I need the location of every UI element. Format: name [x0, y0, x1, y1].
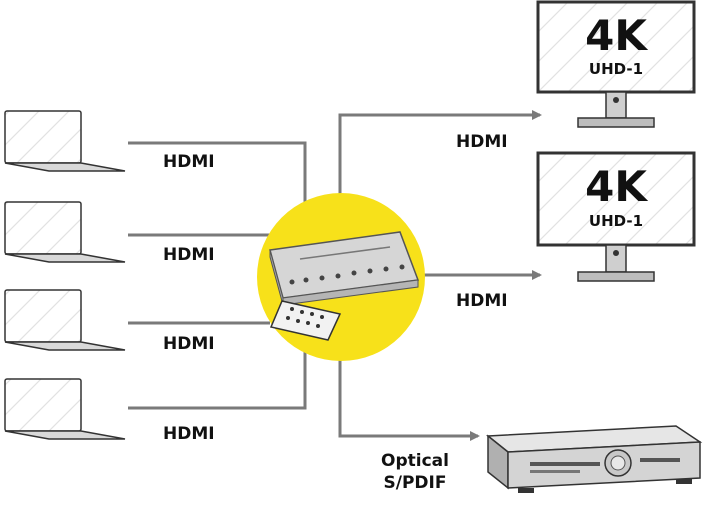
monitor-1-resolution: 4K: [585, 11, 647, 60]
monitor-2: [536, 151, 696, 282]
input-label-2: HDMI: [163, 245, 215, 265]
matrix-switch-hub: [257, 193, 425, 361]
laptop-4: [4, 378, 126, 440]
input-label-1: HDMI: [163, 152, 215, 172]
output-lines: [338, 110, 542, 441]
monitor-2-standard: UHD-1: [588, 212, 644, 230]
matrix-switch-device: [269, 231, 420, 306]
monitor-1: [536, 0, 696, 128]
audio-label-line-1: Optical: [381, 451, 449, 471]
laptop-3: [4, 289, 126, 351]
laptop-2: [4, 201, 126, 263]
av-receiver: [485, 425, 703, 493]
remote-control: [269, 300, 342, 341]
input-label-3: HDMI: [163, 334, 215, 354]
output-line-3: [338, 360, 480, 441]
output-label-2: HDMI: [456, 291, 508, 311]
monitor-2-resolution: 4K: [585, 162, 647, 211]
input-line-1: [128, 141, 307, 218]
input-label-4: HDMI: [163, 424, 215, 444]
monitor-1-standard: UHD-1: [588, 60, 644, 78]
laptop-1: [4, 110, 126, 172]
audio-label-line-2: S/PDIF: [383, 473, 447, 493]
output-line-1: [338, 110, 542, 195]
input-line-4: [128, 340, 307, 410]
output-label-1: HDMI: [456, 132, 508, 152]
input-lines: [128, 141, 307, 410]
